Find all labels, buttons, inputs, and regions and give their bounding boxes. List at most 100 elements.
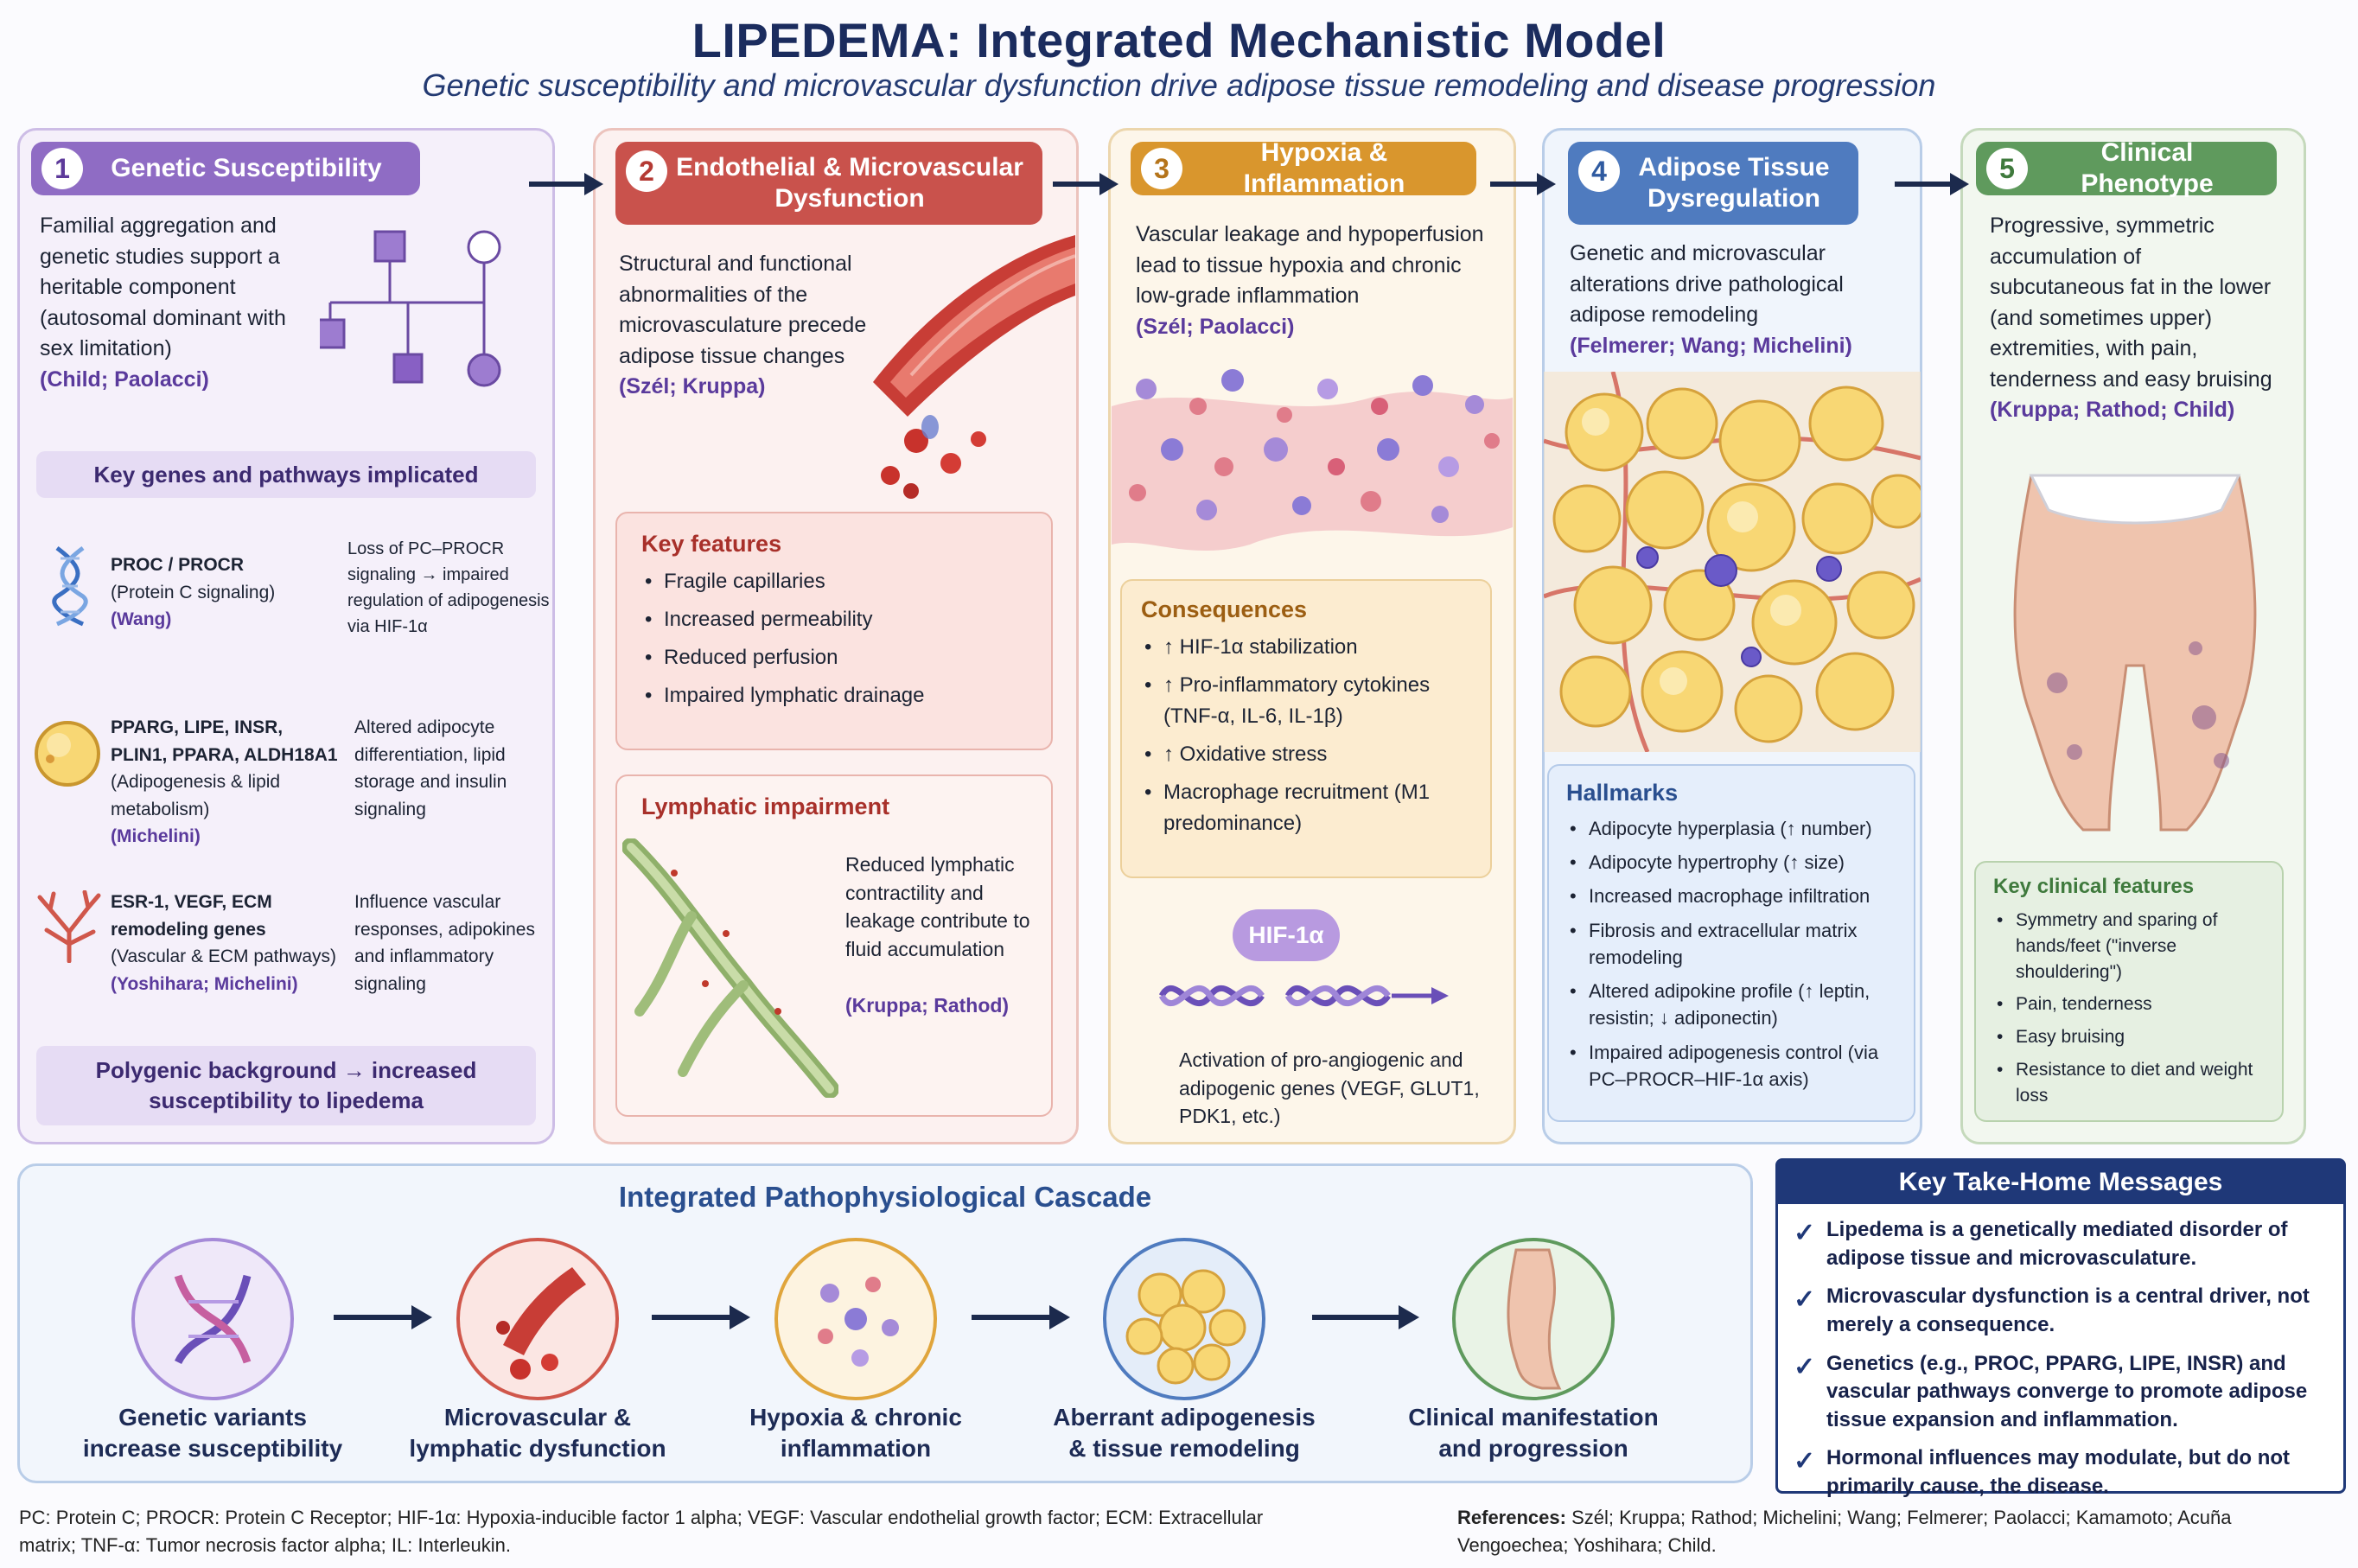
inflammation-tissue-icon xyxy=(1112,369,1513,551)
cascade-step-label: Hypoxia & chronic inflammation xyxy=(749,1404,962,1463)
panel-5-citation: (Kruppa; Rathod; Child) xyxy=(1990,398,2235,422)
arrow-right-icon xyxy=(1490,173,1556,195)
gene-citation: (Yoshihara; Michelini) xyxy=(111,973,298,994)
panel-1-description: Familial aggregation and genetic studies… xyxy=(40,211,316,395)
references-text: Szél; Kruppa; Rathod; Michelini; Wang; F… xyxy=(1457,1507,2232,1556)
feature-item: Increased permeability xyxy=(641,604,1027,635)
take-home-item: ✓Lipedema is a genetically mediated diso… xyxy=(1792,1216,2329,1272)
cascade-microvascular-circle xyxy=(456,1238,619,1400)
gene-name: ESR-1, VEGF, ECM remodeling genes xyxy=(111,892,272,940)
panel-4-description: Genetic and microvascular alterations dr… xyxy=(1570,239,1915,361)
consequence-item: Macrophage recruitment (M1 predominance) xyxy=(1141,777,1471,839)
take-home-text: Hormonal influences may modulate, but do… xyxy=(1826,1446,2291,1498)
step-number: 5 xyxy=(1986,148,2028,189)
check-icon: ✓ xyxy=(1794,1285,1816,1315)
arrow-right-icon xyxy=(652,1305,750,1329)
cascade-hypoxia-circle xyxy=(774,1238,937,1400)
cascade-step-label: Aberrant adipogenesis & tissue remodelin… xyxy=(1053,1404,1316,1463)
panel-3-title: Hypoxia & Inflammation xyxy=(1243,138,1405,198)
panel-5-title: Clinical Phenotype xyxy=(2081,138,2214,198)
panel-4-citation: (Felmerer; Wang; Michelini) xyxy=(1570,333,1852,358)
arrow-right-icon xyxy=(972,1305,1070,1329)
leg-icon xyxy=(1507,1248,1562,1390)
panel-3-text: Vascular leakage and hypoperfusion lead … xyxy=(1136,222,1484,308)
arrow-right-icon xyxy=(529,173,603,195)
dna-binding-icon xyxy=(1158,985,1449,1006)
take-home-text: Microvascular dysfunction is a central d… xyxy=(1826,1284,2310,1336)
hallmark-item: Fibrosis and extracellular matrix remode… xyxy=(1566,917,1896,971)
gene-effect: Influence vascular responses, adipokines… xyxy=(354,892,535,994)
clinical-feature-item: Resistance to diet and weight loss xyxy=(1993,1057,2265,1109)
panel-1-citation: (Child; Paolacci) xyxy=(40,367,209,392)
consequences-box: Consequences ↑ HIF-1α stabilization ↑ Pr… xyxy=(1120,579,1492,878)
take-home-box: Key Take-Home Messages ✓Lipedema is a ge… xyxy=(1775,1158,2346,1498)
hif-1a-badge: HIF-1α xyxy=(1233,909,1340,961)
pedigree-icon xyxy=(320,230,501,387)
references-footnote: References: Szél; Kruppa; Rathod; Michel… xyxy=(1457,1504,2322,1559)
cascade-step-label: Clinical manifestation and progression xyxy=(1408,1404,1659,1463)
panel-4-header: 4 Adipose Tissue Dysregulation xyxy=(1568,142,1858,225)
hallmarks-box: Hallmarks Adipocyte hyperplasia (↑ numbe… xyxy=(1547,764,1915,1122)
dna-icon xyxy=(174,1274,252,1365)
cascade-genetic-circle xyxy=(131,1238,294,1400)
panel-3-header: 3 Hypoxia & Inflammation xyxy=(1131,138,1476,198)
step-number: 3 xyxy=(1141,148,1182,189)
cascade-clinical-circle xyxy=(1452,1238,1615,1400)
panel-2-description: Structural and functional abnormalities … xyxy=(619,249,878,403)
gene-citation: (Wang) xyxy=(111,609,172,629)
arrow-right-icon xyxy=(334,1305,432,1329)
hallmark-item: Adipocyte hyperplasia (↑ number) xyxy=(1566,815,1896,842)
gene-name: PROC / PROCR xyxy=(111,555,245,575)
gene-description: (Adipogenesis & lipid metabolism) xyxy=(111,772,281,819)
activation-text: Activation of pro-angiogenic and adipoge… xyxy=(1179,1049,1480,1128)
abbreviations-footnote: PC: Protein C; PROCR: Protein C Receptor… xyxy=(19,1507,1264,1556)
consequence-item: ↑ HIF-1α stabilization xyxy=(1141,632,1471,663)
panel-4-text: Genetic and microvascular alterations dr… xyxy=(1570,241,1844,327)
step-number: 1 xyxy=(41,148,83,189)
hallmark-item: Adipocyte hypertrophy (↑ size) xyxy=(1566,849,1896,876)
key-features-box: Key features Fragile capillaries Increas… xyxy=(615,512,1053,750)
gene-citation: (Michelini) xyxy=(111,826,201,846)
blood-vessel-icon xyxy=(873,235,1075,499)
hallmark-item: Altered adipokine profile (↑ leptin, res… xyxy=(1566,978,1896,1031)
clinical-feature-item: Easy bruising xyxy=(1993,1024,2265,1050)
panel-2-text: Structural and functional abnormalities … xyxy=(619,252,867,368)
panel-2-citation: (Szél; Kruppa) xyxy=(619,374,766,398)
panel-1-text: Familial aggregation and genetic studies… xyxy=(40,214,286,360)
references-label: References: xyxy=(1457,1507,1566,1528)
gene-name: PPARG, LIPE, INSR, PLIN1, PPARA, ALDH18A… xyxy=(111,717,338,765)
consequences-title: Consequences xyxy=(1141,596,1308,622)
take-home-text: Genetics (e.g., PROC, PPARG, LIPE, INSR)… xyxy=(1826,1351,2308,1431)
vessel-branch-icon xyxy=(37,890,101,963)
adipocyte-cluster-icon xyxy=(1125,1269,1246,1385)
key-features-title: Key features xyxy=(641,531,782,557)
feature-item: Reduced perfusion xyxy=(641,642,1027,673)
hallmarks-title: Hallmarks xyxy=(1566,780,1679,806)
feature-item: Impaired lymphatic drainage xyxy=(641,680,1027,711)
take-home-item: ✓Hormonal influences may modulate, but d… xyxy=(1792,1444,2329,1501)
panel-5-text: Progressive, symmetric accumulation of s… xyxy=(1990,214,2272,392)
cascade-title: Integrated Pathophysiological Cascade xyxy=(618,1181,1152,1213)
panel-1-header: 1 Genetic Susceptibility xyxy=(31,142,420,195)
step-number: 2 xyxy=(626,150,667,192)
genes-header: Key genes and pathways implicated xyxy=(36,451,536,498)
cascade-adipogenesis-circle xyxy=(1103,1238,1265,1400)
gene-effect: Loss of PC–PROCR signaling → impaired re… xyxy=(347,539,550,636)
arrow-right-icon xyxy=(1895,173,1969,195)
page-title: LIPEDEMA: Integrated Mechanistic Model xyxy=(691,13,1667,67)
lymphatic-title: Lymphatic impairment xyxy=(641,794,890,819)
clinical-feature-item: Pain, tenderness xyxy=(1993,991,2265,1017)
polygenic-footer: Polygenic background → increased suscept… xyxy=(36,1046,536,1125)
clinical-features-box: Key clinical features Symmetry and spari… xyxy=(1974,861,2284,1122)
take-home-text: Lipedema is a genetically mediated disor… xyxy=(1826,1218,2288,1270)
adipocyte-icon xyxy=(35,721,100,787)
panel-5-description: Progressive, symmetric accumulation of s… xyxy=(1990,211,2280,426)
hallmark-item: Impaired adipogenesis control (via PC–PR… xyxy=(1566,1039,1896,1093)
blood-vessel-icon xyxy=(496,1267,586,1380)
dna-icon xyxy=(52,546,88,627)
consequence-item: ↑ Pro-inflammatory cytokines (TNF-α, IL-… xyxy=(1141,670,1471,732)
panel-1-title: Genetic Susceptibility xyxy=(111,154,382,182)
cascade-step-label: Genetic variants increase susceptibility xyxy=(82,1404,343,1463)
step-number: 4 xyxy=(1578,150,1620,192)
take-home-item: ✓Genetics (e.g., PROC, PPARG, LIPE, INSR… xyxy=(1792,1350,2329,1435)
